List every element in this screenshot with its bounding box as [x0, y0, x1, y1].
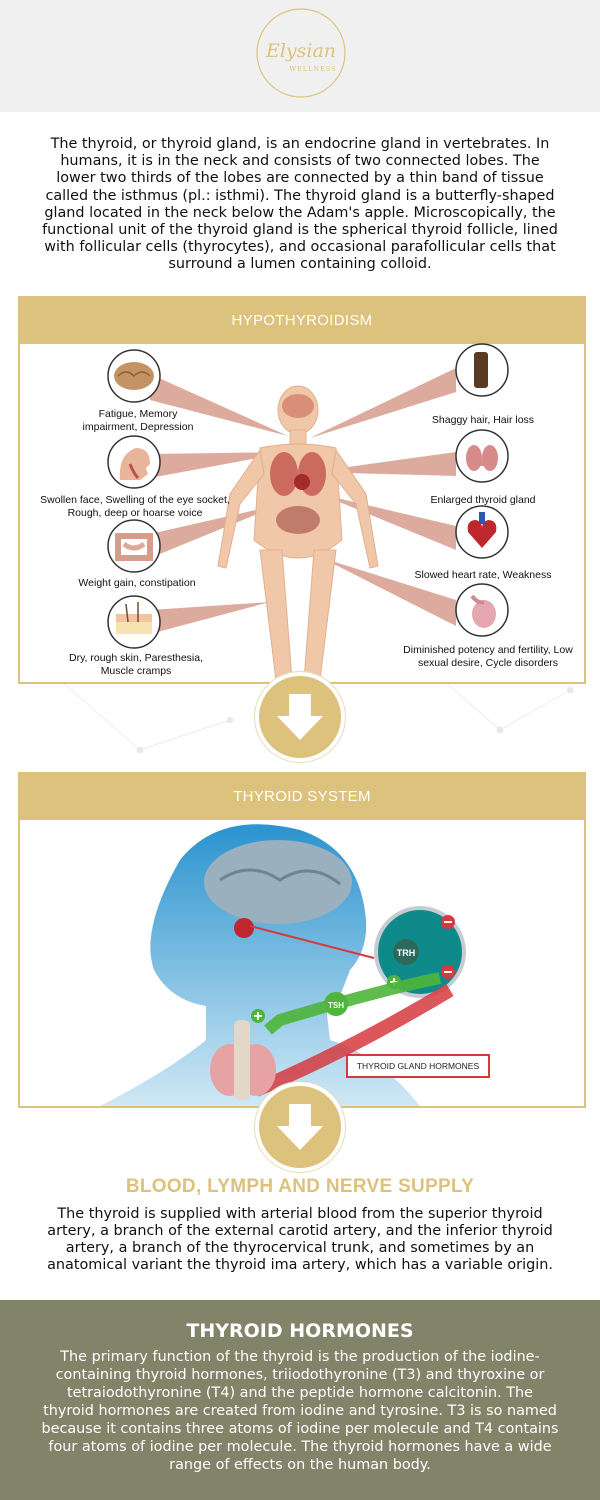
symptom-left-3: Weight gain, constipation	[78, 577, 196, 589]
down-arrow-2	[255, 1082, 345, 1172]
symptom-left-4: Dry, rough skin, Paresthesia, Muscle cra…	[68, 652, 204, 677]
svg-text:TSH: TSH	[328, 1001, 344, 1010]
symptom-right-4: Diminished potency and fertility, Low se…	[403, 644, 573, 669]
head-neck-diagram: TRH TSH	[100, 824, 466, 1106]
arrow-down-icon	[277, 1104, 323, 1150]
body-diagram	[150, 368, 456, 681]
intestine-icon	[107, 519, 161, 573]
reproductive-organ-icon	[455, 583, 509, 637]
svg-text:TRH: TRH	[397, 948, 416, 958]
hair-icon	[455, 343, 509, 397]
hormones-text: The primary function of the thyroid is t…	[41, 1349, 559, 1473]
symptom-right-3: Slowed heart rate, Weakness	[414, 569, 552, 581]
symptom-right-1: Shaggy hair, Hair loss	[431, 414, 535, 426]
thyroid-system-panel: THYROID SYSTEM TRH TSH THYR	[18, 772, 586, 1108]
intro-paragraph: The thyroid, or thyroid gland, is an end…	[42, 136, 558, 273]
heart-icon	[455, 505, 509, 559]
svg-text:Elysian: Elysian	[265, 40, 336, 62]
symptom-left-2: Swollen face, Swelling of the eye socket…	[40, 494, 230, 519]
symptom-right-2: Enlarged thyroid gland	[430, 494, 536, 506]
thyroid-gland-icon	[455, 429, 509, 483]
thyroid-system-title: THYROID SYSTEM	[20, 774, 584, 820]
blood-supply-title: BLOOD, LYMPH AND NERVE SUPPLY	[125, 1176, 475, 1197]
head-profile-icon	[107, 435, 161, 489]
hypothyroidism-panel: HYPOTHYROIDISM	[18, 296, 586, 684]
symptom-left-1: Fatigue, Memory impairment, Depression	[82, 408, 194, 433]
header-band	[0, 0, 600, 112]
hormones-band	[0, 1300, 600, 1500]
skin-layer-icon	[107, 595, 161, 649]
arrow-down-icon	[277, 694, 323, 740]
svg-text:WELLNESS: WELLNESS	[289, 65, 336, 73]
down-arrow-1	[255, 672, 345, 762]
brain-icon	[107, 349, 161, 403]
blood-supply-text: The thyroid is supplied with arterial bl…	[47, 1206, 553, 1273]
brand-logo[interactable]: Elysian WELLNESS	[253, 5, 349, 101]
hypothyroidism-title: HYPOTHYROIDISM	[20, 298, 584, 344]
hormones-title: THYROID HORMONES	[186, 1320, 414, 1342]
thyroid-gland-hormones-label: THYROID GLAND HORMONES	[346, 1054, 490, 1078]
